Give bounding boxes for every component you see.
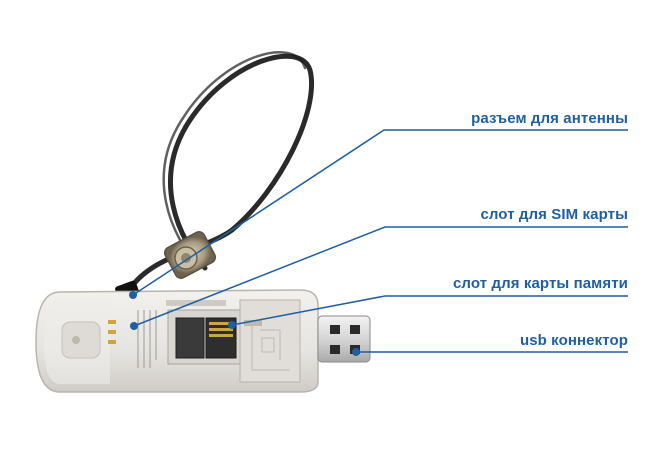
memory-card-slot [239, 299, 301, 383]
usb-connector [317, 315, 371, 363]
callout-line-antenna [132, 129, 628, 296]
callout-line-memory [231, 295, 628, 326]
callout-dot-usb [352, 348, 360, 356]
callout-dots [129, 291, 360, 356]
callout-dot-memory [228, 321, 236, 329]
antenna-connector-icon [163, 231, 217, 279]
label-usb-connector: usb коннектор [519, 332, 628, 349]
callout-dot-sim [130, 322, 138, 330]
label-memory-card-slot: слот для карты памяти [452, 275, 628, 292]
callout-dot-antenna [129, 291, 137, 299]
label-antenna-connector: разъем для антенны [471, 110, 628, 127]
sim-slot [166, 300, 241, 365]
label-sim-slot: слот для SIM карты [480, 206, 628, 223]
callout-line-sim [133, 226, 628, 327]
callout-lines [132, 129, 628, 353]
